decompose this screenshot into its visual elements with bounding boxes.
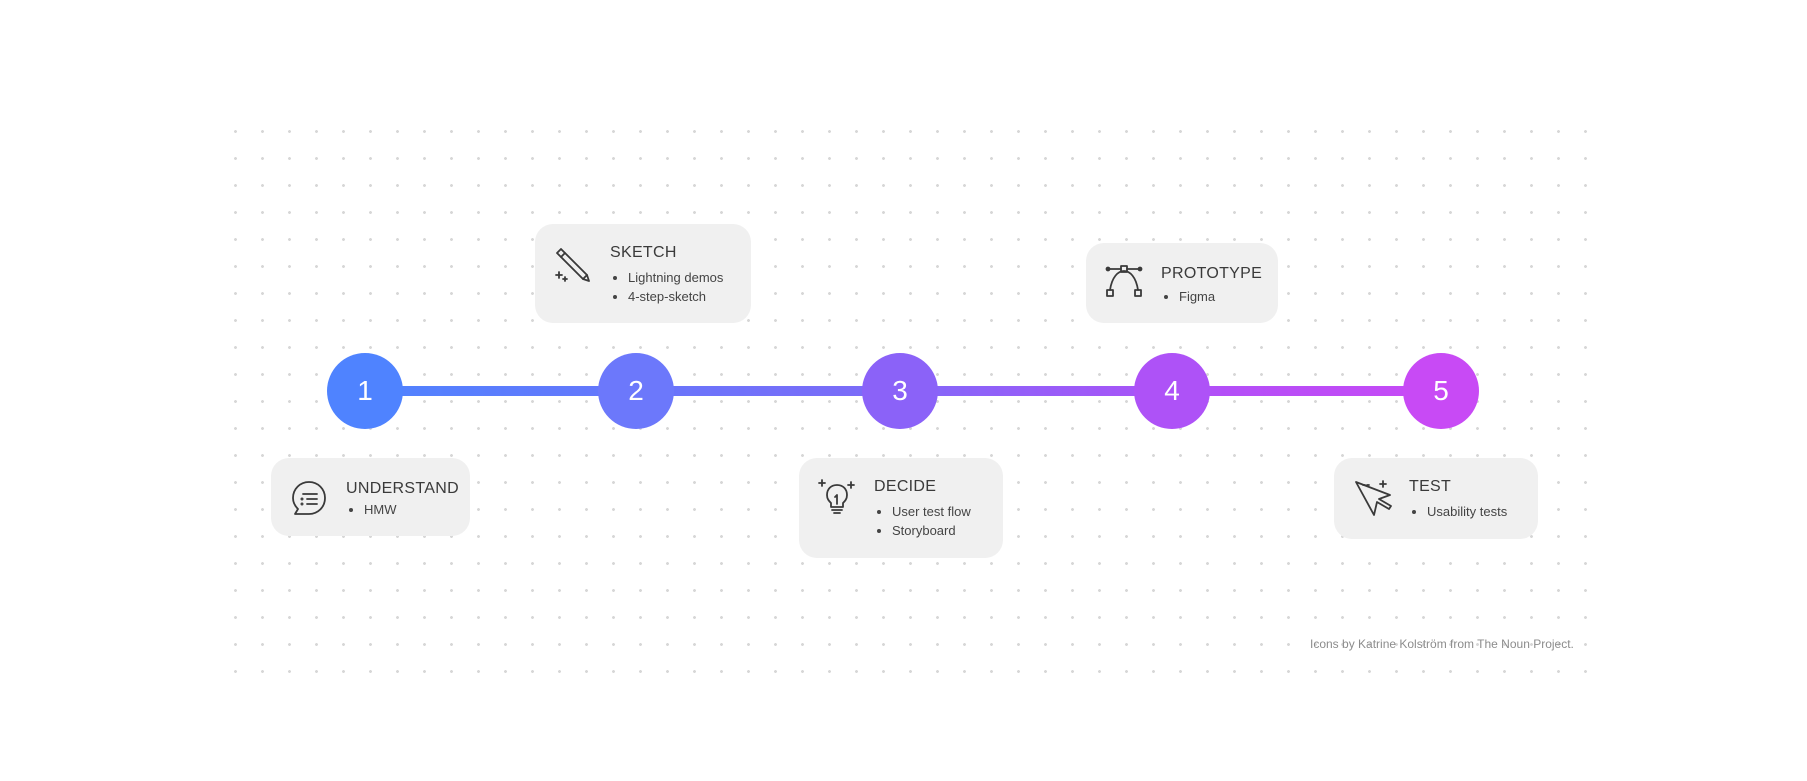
step-1-node: 1 <box>327 353 403 429</box>
step-5-card: TEST Usability tests <box>1334 458 1538 539</box>
lightbulb-icon <box>817 476 857 516</box>
list-item: Lightning demos <box>628 268 723 287</box>
step-1-card: UNDERSTAND HMW <box>271 458 470 536</box>
step-2-number: 2 <box>628 375 644 406</box>
list-item: Usability tests <box>1427 502 1507 521</box>
step-3-node: 3 <box>862 353 938 429</box>
list-item: Figma <box>1179 287 1215 306</box>
step-1-items: HMW <box>346 500 397 519</box>
list-item: 4-step-sketch <box>628 287 723 306</box>
step-4-items: Figma <box>1161 287 1215 306</box>
step-4-number: 4 <box>1164 375 1180 406</box>
step-1-title: UNDERSTAND <box>346 480 459 497</box>
bezier-curve-icon <box>1104 261 1144 301</box>
step-4-node: 4 <box>1134 353 1210 429</box>
step-5-node: 5 <box>1403 353 1479 429</box>
step-1-number: 1 <box>357 375 373 406</box>
step-4-card: PROTOTYPE Figma <box>1086 243 1278 323</box>
icon-credit: Icons by Katrine Kolström from The Noun … <box>1310 637 1574 651</box>
step-5-items: Usability tests <box>1409 502 1507 521</box>
pencil-icon <box>553 244 593 284</box>
step-2-node: 2 <box>598 353 674 429</box>
step-5-number: 5 <box>1433 375 1449 406</box>
step-4-title: PROTOTYPE <box>1161 265 1263 282</box>
step-2-card: SKETCH Lightning demos 4-step-sketch <box>535 224 751 323</box>
step-3-items: User test flow Storyboard <box>874 502 971 540</box>
speech-bubble-icon <box>289 478 329 518</box>
step-5-title: TEST <box>1409 478 1452 495</box>
step-3-card: DECIDE User test flow Storyboard <box>799 458 1003 558</box>
list-item: User test flow <box>892 502 971 521</box>
cursor-icon <box>1352 478 1392 518</box>
step-2-title: SKETCH <box>610 244 677 261</box>
step-3-number: 3 <box>892 375 908 406</box>
list-item: Storyboard <box>892 521 971 540</box>
step-2-items: Lightning demos 4-step-sketch <box>610 268 723 306</box>
step-3-title: DECIDE <box>874 478 937 495</box>
list-item: HMW <box>364 500 397 519</box>
